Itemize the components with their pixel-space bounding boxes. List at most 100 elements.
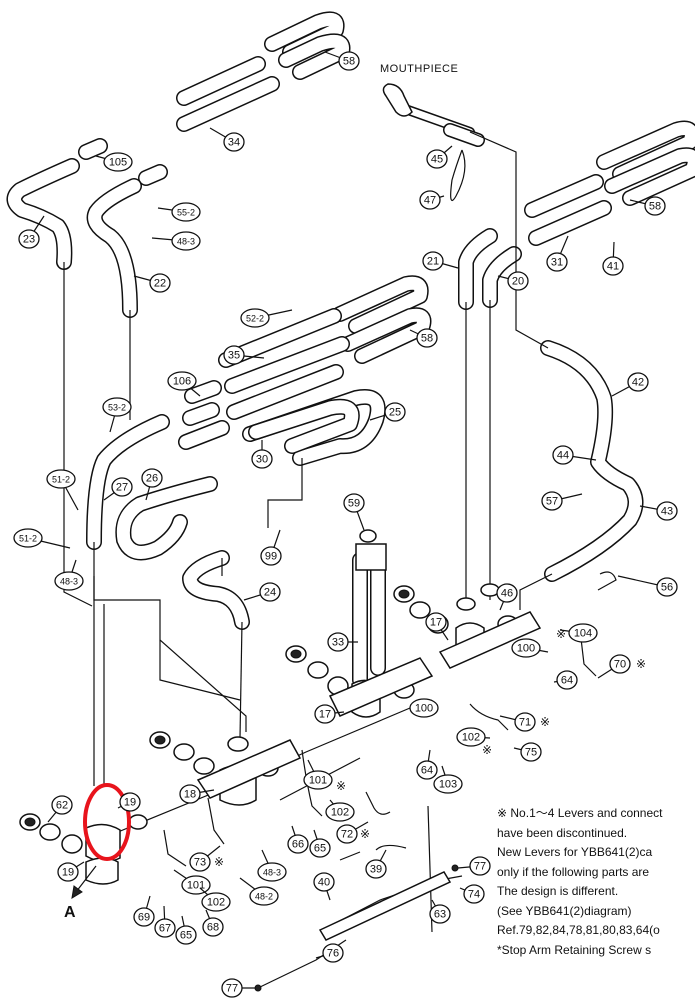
callout-number: 67 (159, 923, 171, 935)
callout-bubble (656, 577, 678, 597)
callout-number: 25 (389, 407, 401, 419)
callout-c66: 66 (287, 825, 309, 854)
callout-c40: 40 (313, 872, 335, 901)
connection-lines (63, 131, 553, 989)
note-line: *Stop Arm Retaining Screw s (497, 942, 652, 957)
note-line: New Levers for YBB641(2)ca (497, 845, 653, 859)
callout-bubble (511, 638, 541, 658)
callout-number: 58 (421, 333, 433, 345)
callout-c25: 25 (369, 402, 406, 422)
callout-c48b: 48-3 (54, 559, 84, 591)
callout-number: 55-2 (177, 208, 195, 218)
callout-number: 72 (341, 829, 353, 841)
callout-bubble (325, 802, 355, 822)
callout-number: 66 (292, 839, 304, 851)
callout-c46: 46 (496, 583, 518, 611)
callout-bubble (568, 623, 598, 643)
callout-c24: 24 (243, 582, 281, 602)
callout-bubble (181, 875, 211, 895)
callout-number: 45 (431, 154, 443, 166)
callout-number: 106 (173, 376, 191, 388)
callout-number: 103 (439, 779, 457, 791)
callout-number: 40 (318, 877, 330, 889)
callout-number: 18 (184, 789, 196, 801)
callout-bubble (496, 583, 518, 603)
callout-bubble (313, 872, 335, 892)
callout-number: 102 (207, 897, 225, 909)
valve-assembly (19, 83, 617, 992)
callout-number: 69 (138, 912, 150, 924)
mouthpiece (382, 83, 413, 117)
callout-c100a: 100 (511, 638, 549, 658)
callout-bubble (46, 469, 76, 489)
callout-c58a: 58 (324, 51, 360, 71)
callout-c103: 103 (433, 765, 463, 794)
callout-bubble (456, 727, 486, 747)
callout-bubble (167, 371, 197, 391)
callout-bubble (111, 477, 133, 497)
callout-number: 100 (415, 703, 433, 715)
callout-bubble (343, 493, 365, 513)
callout-bubble (154, 918, 176, 938)
callout-c102b: 102 (325, 799, 355, 822)
callout-bubble (425, 612, 447, 632)
callout-number: 58 (343, 56, 355, 68)
callout-bubble (223, 132, 245, 152)
callout-c73: 73 (189, 845, 221, 872)
callout-c101b: 101 (173, 869, 211, 895)
svg-text:※: ※ (336, 779, 346, 793)
callout-c65b: 65 (175, 915, 197, 945)
svg-text:※: ※ (540, 715, 550, 729)
callout-bubble (189, 852, 211, 872)
callout-number: 19 (62, 867, 74, 879)
callout-c53: 53-2 (102, 397, 132, 433)
callout-number: 42 (632, 377, 644, 389)
callout-number: 68 (207, 922, 219, 934)
callout-bubble (656, 501, 678, 521)
callout-c31: 31 (546, 235, 569, 272)
callout-number: 74 (468, 889, 480, 901)
callout-bubble (54, 571, 84, 591)
callout-c35: 35 (223, 345, 265, 365)
callout-number: 47 (424, 195, 436, 207)
svg-text:※: ※ (360, 827, 370, 841)
callout-number: 17 (319, 709, 331, 721)
callout-bubble (419, 190, 441, 210)
callout-number: 51-2 (19, 534, 37, 544)
callout-bubble (314, 704, 336, 724)
callout-number: 35 (228, 350, 240, 362)
callout-bubble (303, 770, 333, 790)
callout-number: 76 (327, 948, 339, 960)
callout-c27: 27 (103, 477, 133, 501)
callout-number: 77 (474, 861, 486, 873)
callout-number: 48-3 (177, 237, 195, 247)
callout-c30: 30 (251, 440, 273, 469)
callout-c100b: 100 (409, 698, 439, 718)
callout-c77a: 77 (457, 856, 491, 876)
svg-text:※: ※ (214, 855, 224, 869)
callout-number: 41 (607, 261, 619, 273)
callout-number: 44 (557, 450, 569, 462)
callout-number: 63 (434, 909, 446, 921)
callout-bubble (514, 712, 536, 732)
callout-bubble (556, 670, 578, 690)
callout-number: 31 (551, 257, 563, 269)
callout-bubble (51, 795, 73, 815)
callout-bubble (259, 582, 281, 602)
callout-bubble (520, 742, 542, 762)
callout-c34: 34 (209, 127, 245, 152)
callout-number: 20 (512, 276, 524, 288)
callout-bubble (552, 445, 574, 465)
note-line: Ref.79,82,84,78,81,80,83,64(o (497, 923, 660, 937)
callout-bubble (133, 907, 155, 927)
callout-c20: 20 (497, 271, 529, 291)
callout-c69: 69 (133, 895, 155, 927)
callout-bubble (384, 402, 406, 422)
callout-number: 77 (226, 983, 238, 995)
callout-bubble (221, 978, 243, 998)
callout-c75: 75 (513, 742, 542, 762)
callout-c64b: 64 (416, 749, 438, 780)
callout-c104: 104 (559, 623, 598, 643)
callout-bubble (327, 632, 349, 652)
